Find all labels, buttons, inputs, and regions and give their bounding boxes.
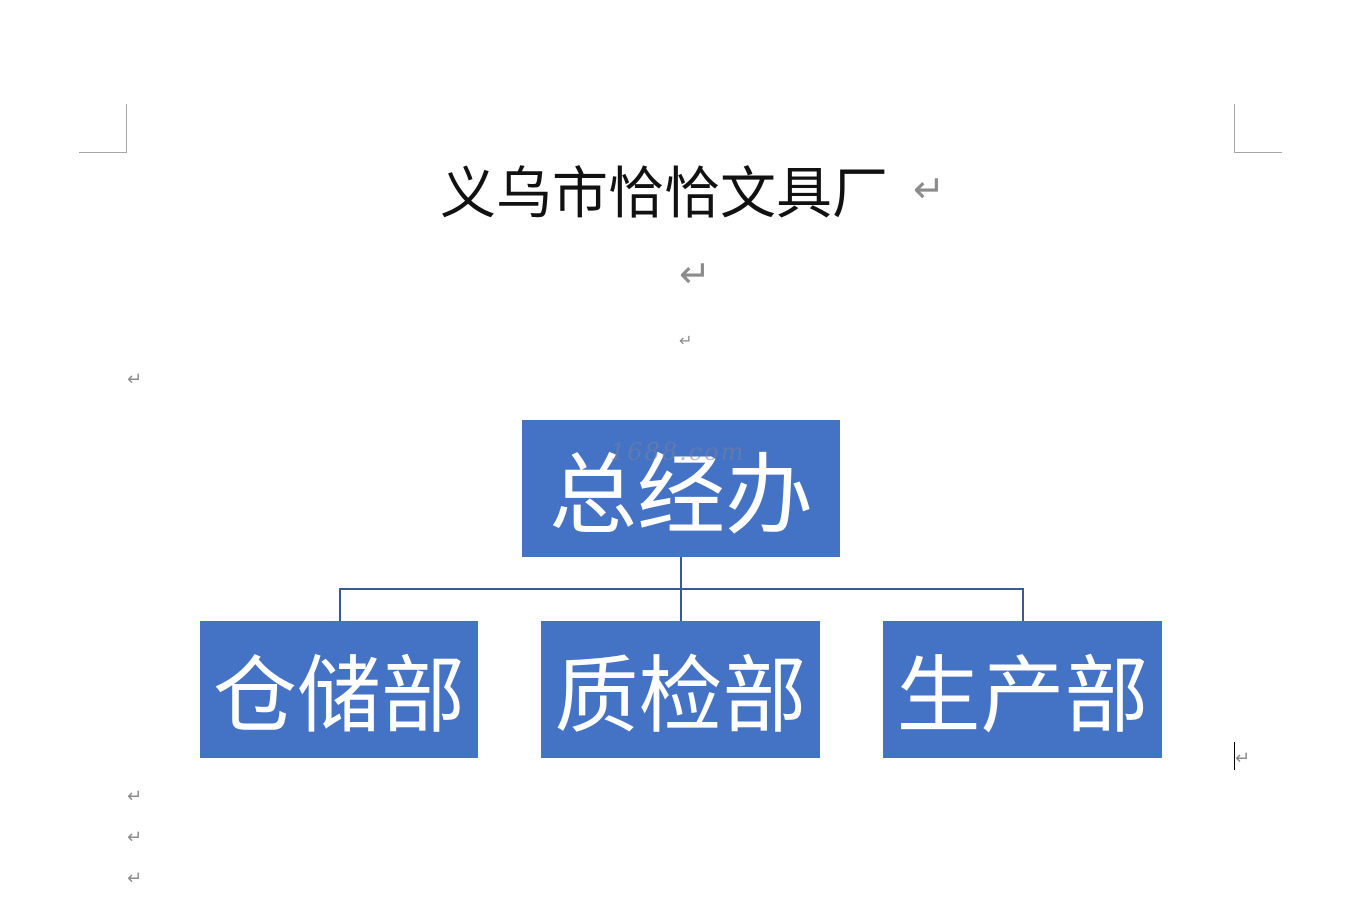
org-chart-connector [339, 588, 341, 621]
paragraph-mark-icon: ↵ [127, 786, 143, 807]
org-chart-connector [339, 588, 1024, 590]
crop-mark-top-right-horizontal [1234, 152, 1282, 153]
org-chart-root-label: 总经办 [548, 444, 813, 547]
org-chart-connector [1022, 588, 1024, 621]
org-chart-child-label: 生产部 [896, 647, 1149, 745]
document-title[interactable]: 义乌市恰恰文具厂 [440, 162, 888, 227]
paragraph-mark-icon: ↵ [1235, 748, 1251, 769]
text-cursor [1234, 742, 1235, 770]
org-chart-child-label: 质检部 [554, 647, 807, 745]
paragraph-mark-icon: ↵ [679, 252, 711, 296]
paragraph-mark-icon: ↵ [127, 868, 143, 889]
crop-mark-top-right-vertical [1234, 104, 1235, 152]
org-chart-child-box-quality[interactable]: 质检部 [541, 621, 820, 758]
org-chart-child-box-production[interactable]: 生产部 [883, 621, 1162, 758]
watermark: 1688.com [610, 438, 746, 466]
org-chart-child-label: 仓储部 [212, 647, 465, 745]
paragraph-mark-icon: ↵ [679, 331, 693, 350]
paragraph-mark-icon: ↵ [127, 827, 143, 848]
org-chart-child-box-warehouse[interactable]: 仓储部 [200, 621, 478, 758]
crop-mark-top-left-vertical [126, 104, 127, 152]
paragraph-mark-icon: ↵ [913, 167, 945, 211]
crop-mark-top-left-horizontal [79, 152, 127, 153]
paragraph-mark-icon: ↵ [127, 369, 143, 390]
org-chart-root-box[interactable]: 总经办 [522, 420, 840, 557]
